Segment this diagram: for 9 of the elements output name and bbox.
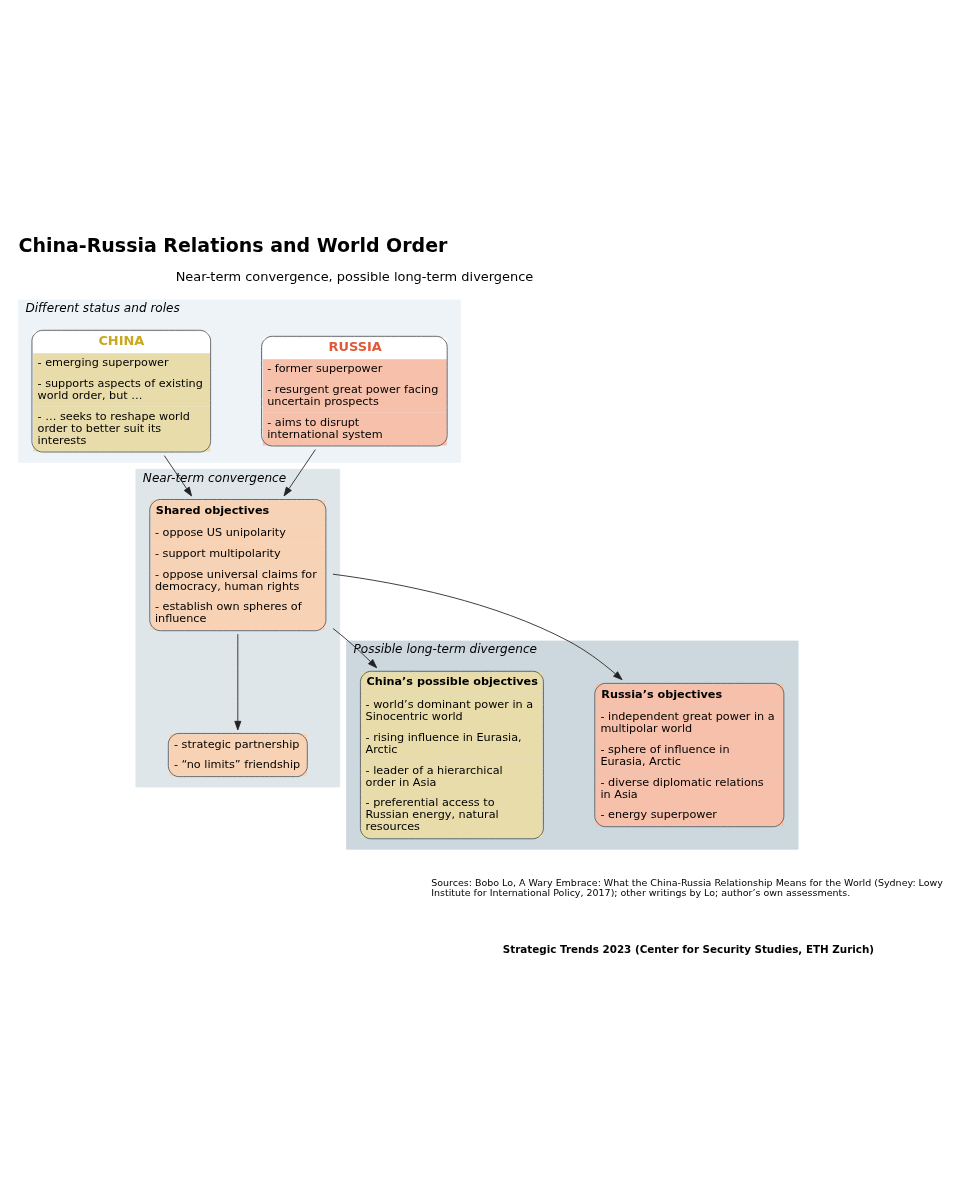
label: Near-term convergence, possible long-term divergence (175, 268, 534, 284)
arrow (332, 627, 378, 668)
arrow (163, 454, 193, 496)
arrow (283, 448, 316, 496)
diagram-title: China-Russia Relations and World Order (18, 233, 448, 256)
label: Strategic Trends 2023 (Center for Security Studies, ETH Zurich) (502, 942, 875, 955)
arrow (234, 633, 242, 730)
label: Sources: Bobo Lo, A Wary Embrace: What the China-Russia Relationship Means for the World (Sydney: Lowy Institute for International Policy, 2017); other writings by Lo; author’s own assessments. (431, 876, 943, 898)
arrow (332, 573, 623, 680)
